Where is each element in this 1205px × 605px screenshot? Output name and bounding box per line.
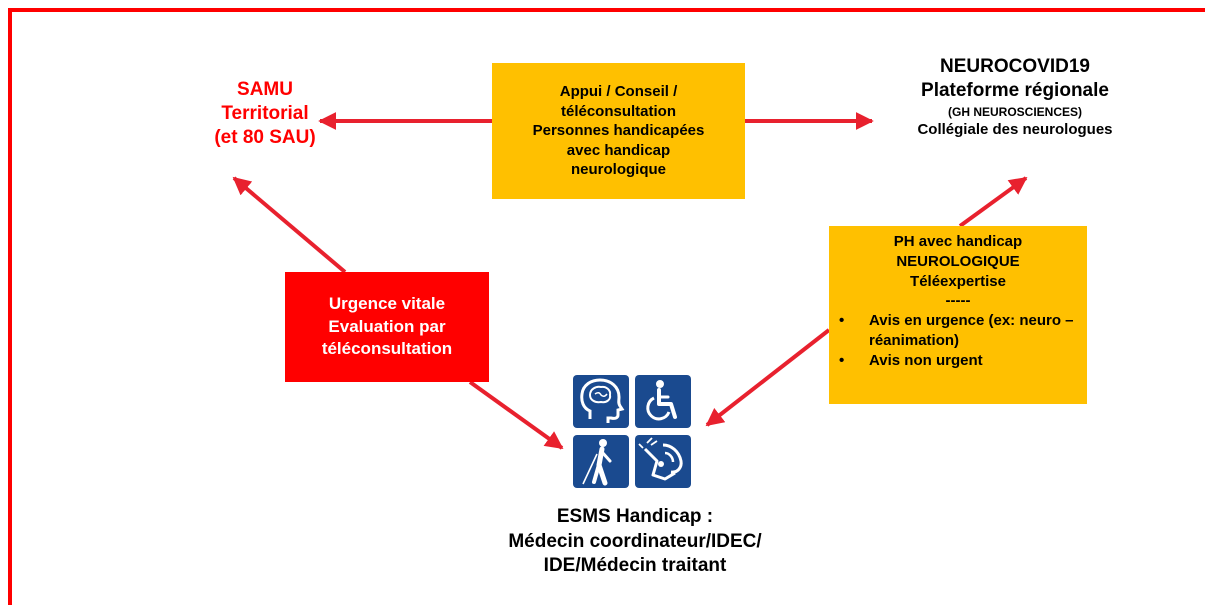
handicap-icons-grid <box>573 375 692 489</box>
ph-line-2: NEUROLOGIQUE <box>896 252 1020 270</box>
appui-line: neurologique <box>571 161 666 179</box>
ph-line-1: PH avec handicap <box>893 233 1023 250</box>
ph-bullet-text: Avis non urgent <box>869 351 983 369</box>
bullet-icon: • <box>839 351 845 369</box>
appui-box: Appui / Conseil / téléconsultation Perso… <box>492 63 745 199</box>
blind-person-cane-icon <box>573 435 629 488</box>
brain-head-icon <box>573 375 629 428</box>
esms-line-1: ESMS Handicap : <box>556 506 714 527</box>
neuro-line-1: NEUROCOVID19 <box>940 56 1090 77</box>
samu-line-3: (et 80 SAU) <box>214 126 316 148</box>
arrow-ph-to-esms <box>705 328 831 427</box>
neuro-line-3: (GH NEUROSCIENCES) <box>947 104 1082 119</box>
arrow-urgence-to-esms <box>468 380 564 450</box>
esms-line-2: Médecin coordinateur/IDEC/ <box>508 530 762 552</box>
samu-label: SAMU Territorial (et 80 SAU) <box>160 78 370 149</box>
urgence-line: téléconsultation <box>321 339 453 359</box>
urgence-line: Evaluation par <box>328 316 446 336</box>
neurocovid-label: NEUROCOVID19 Plateforme régionale (GH NE… <box>865 55 1165 139</box>
arrow-urgence-to-samu <box>232 176 347 274</box>
appui-line: avec handicap <box>566 141 671 159</box>
neuro-line-2: Plateforme régionale <box>921 79 1109 101</box>
sign-language-icon <box>635 435 691 488</box>
ph-bullet-item: • Avis non urgent <box>829 351 1087 371</box>
arrow-ph-to-neuro <box>958 176 1028 228</box>
appui-line: Appui / Conseil / <box>559 83 678 101</box>
frame-left-border <box>8 8 12 605</box>
frame-top-border <box>8 8 1205 12</box>
wheelchair-icon <box>635 375 691 428</box>
bullet-icon: • <box>839 312 845 330</box>
urgence-line: Urgence vitale <box>328 293 446 313</box>
ph-bullet-text: Avis en urgence (ex: neuro –réanimation) <box>869 312 1074 349</box>
esms-line-3: IDE/Médecin traitant <box>543 555 727 577</box>
neuro-line-4: Collégiale des neurologues <box>917 120 1113 138</box>
appui-line: téléconsultation <box>560 102 676 120</box>
appui-line: Personnes handicapées <box>532 122 705 140</box>
samu-line-2: Territorial <box>221 102 309 124</box>
ph-box: PH avec handicap NEUROLOGIQUE Téléexpert… <box>829 226 1087 404</box>
ph-bullet-list: • Avis en urgence (ex: neuro –réanimatio… <box>829 311 1087 370</box>
urgence-box: Urgence vitale Evaluation par téléconsul… <box>285 272 489 382</box>
ph-line-3: Téléexpertise <box>910 272 1006 290</box>
esms-label: ESMS Handicap : Médecin coordinateur/IDE… <box>455 505 815 579</box>
samu-line-1: SAMU <box>237 79 293 100</box>
ph-bullet-item: • Avis en urgence (ex: neuro –réanimatio… <box>829 311 1087 351</box>
ph-separator: ----- <box>945 292 971 310</box>
